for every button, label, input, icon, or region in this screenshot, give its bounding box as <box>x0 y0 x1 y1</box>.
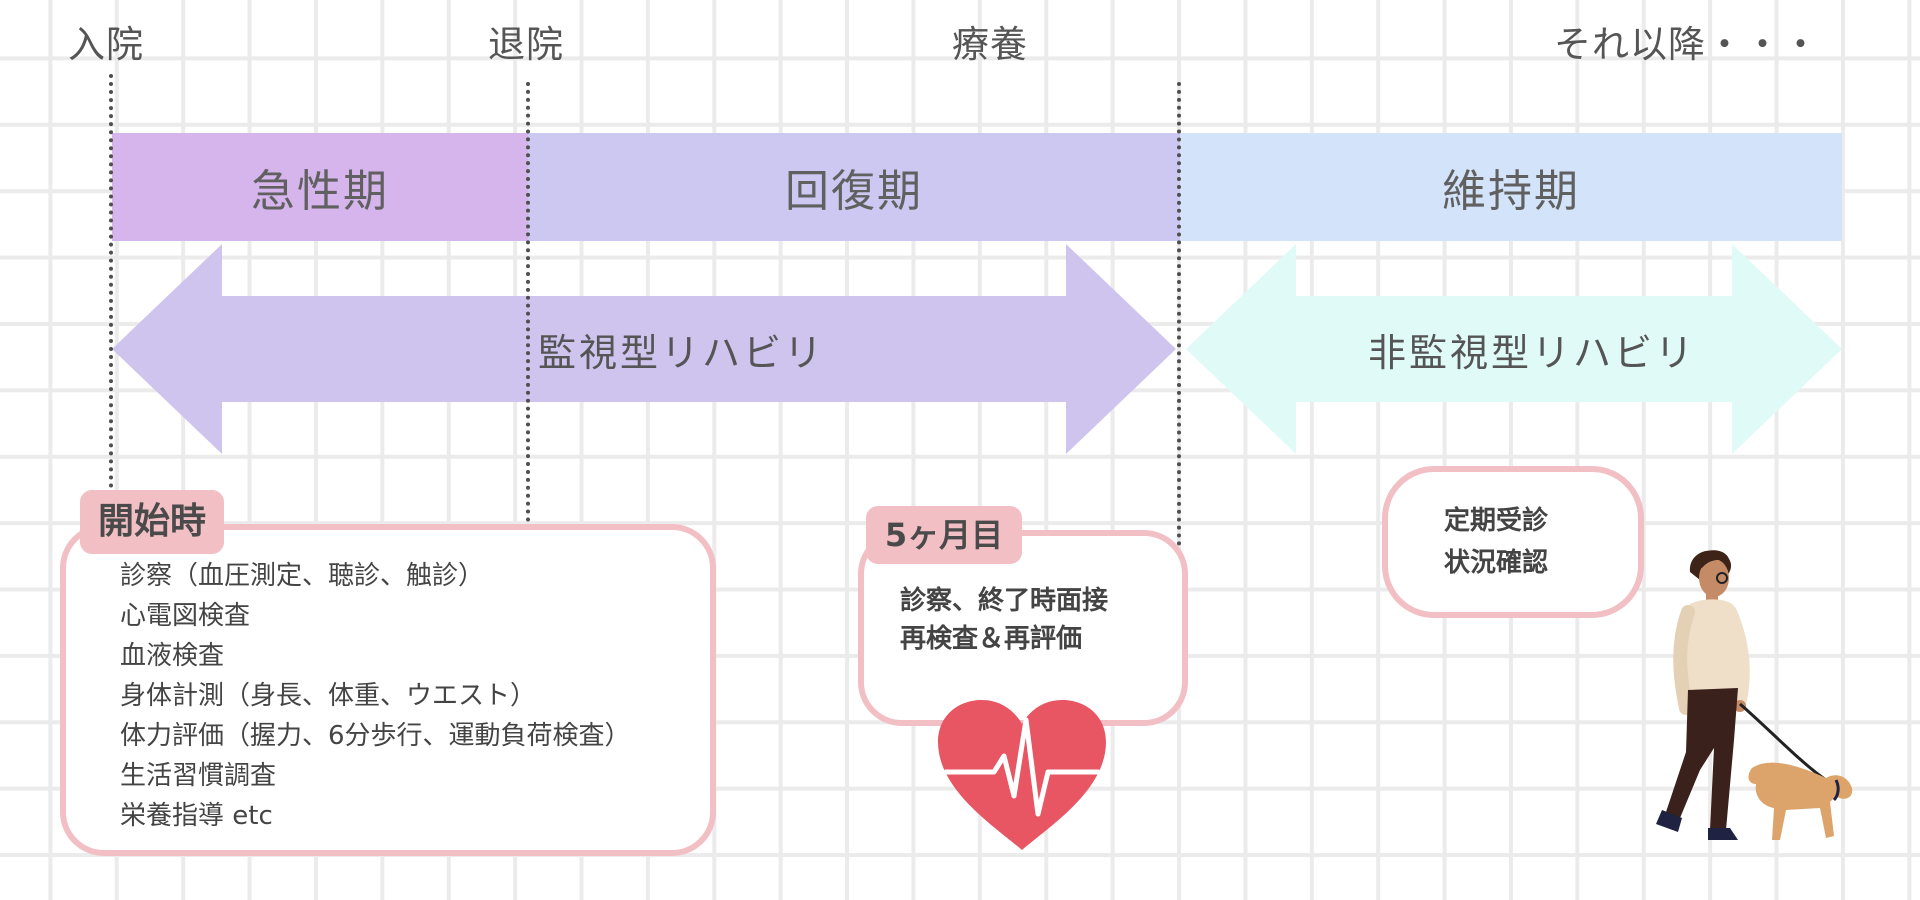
phase-label-maintenance: 維持期 <box>1442 166 1580 217</box>
phase-bar-maintenance: 維持期 <box>1180 133 1842 241</box>
supervised-rehab-label: 監視型リハビリ <box>538 331 826 375</box>
phase-bar-recovery: 回復期 <box>528 133 1180 241</box>
supervised-rehab-arrow <box>112 244 1176 454</box>
stage-label-admission: 入院 <box>68 23 144 66</box>
heartbeat-heart-icon <box>938 700 1106 850</box>
list-item: 体力評価（握力、6分歩行、運動負荷検査） <box>120 721 631 751</box>
start-card <box>60 524 716 856</box>
list-item: 血液検査 <box>120 641 225 671</box>
month5-card-line: 再検査＆再評価 <box>900 624 1083 654</box>
stage-label-thereafter: それ以降・・・ <box>1554 23 1820 66</box>
stage-label-recuperation: 療養 <box>952 23 1028 66</box>
timeline-marker-admission <box>109 74 113 488</box>
list-item: 心電図検査 <box>120 601 251 631</box>
start-card-list: 診察（血圧測定、聴診、触診） 心電図検査 血液検査 身体計測（身長、体重、ウエス… <box>120 556 631 836</box>
start-card-tab: 開始時 <box>80 490 224 554</box>
list-item: 生活習慣調査 <box>120 761 277 791</box>
checkup-card-line: 定期受診 <box>1444 506 1549 536</box>
timeline-marker-discharge <box>526 82 530 522</box>
list-item: 身体計測（身長、体重、ウエスト） <box>120 681 537 711</box>
unsupervised-rehab-label: 非監視型リハビリ <box>1368 331 1697 375</box>
phase-bar-acute: 急性期 <box>112 133 528 241</box>
month5-card-tab: 5ヶ月目 <box>866 506 1022 564</box>
checkup-card-line: 状況確認 <box>1444 548 1549 578</box>
checkup-card-text: 定期受診 状況確認 <box>1444 500 1548 584</box>
month5-card-line: 診察、終了時面接 <box>900 586 1109 616</box>
timeline-marker-recovery-end <box>1177 82 1181 546</box>
stage-label-discharge: 退院 <box>488 23 564 66</box>
unsupervised-rehab-arrow <box>1186 244 1842 454</box>
list-item: 診察（血圧測定、聴診、触診） <box>120 561 485 591</box>
list-item: 栄養指導 etc <box>120 801 273 831</box>
phase-label-acute: 急性期 <box>251 166 389 217</box>
person-walking-dog-illustration <box>1656 550 1853 840</box>
checkup-card <box>1382 466 1644 618</box>
month5-card-text: 診察、終了時面接 再検査＆再評価 <box>900 582 1108 658</box>
phase-label-recovery: 回復期 <box>785 166 923 217</box>
